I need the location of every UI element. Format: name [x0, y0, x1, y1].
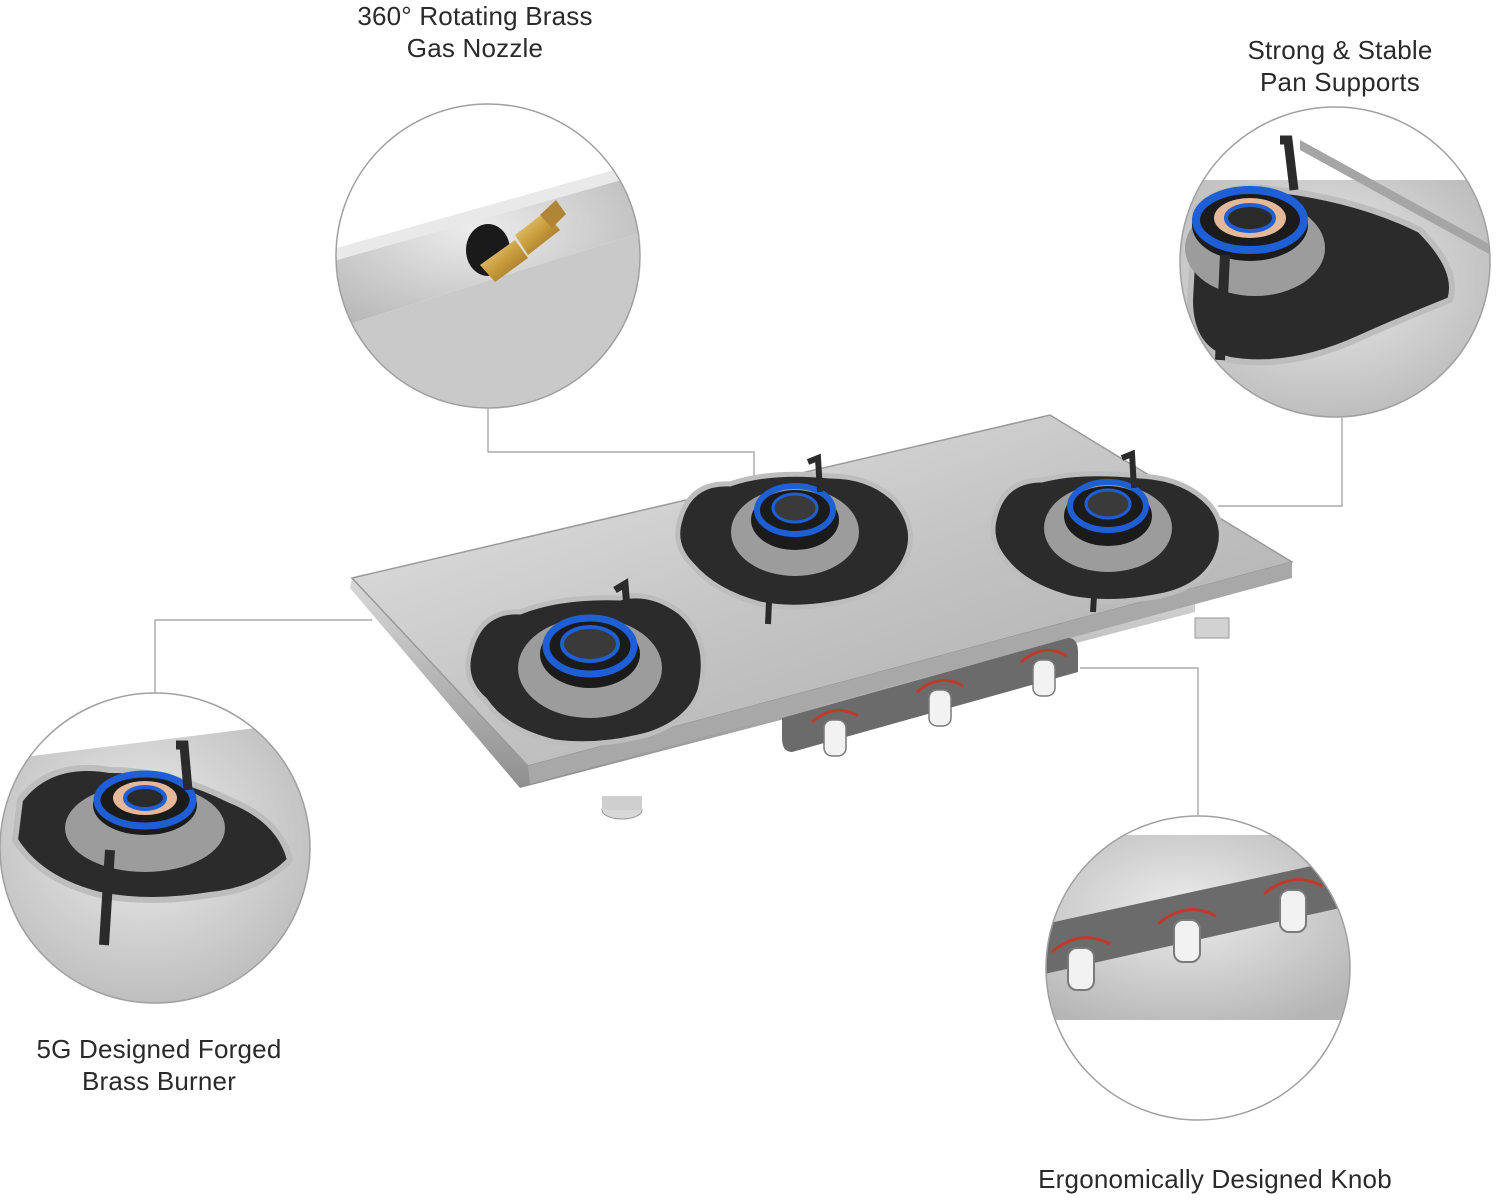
feature-label-nozzle-line2: Gas Nozzle: [406, 33, 544, 63]
leader-lines: [154, 408, 1343, 815]
zoom-burner: [0, 692, 311, 1004]
feature-label-nozzle-line1: 360° Rotating Brass: [357, 1, 593, 31]
burner-front-left: [465, 578, 706, 747]
feature-label-knob-line1: Ergonomically Designed Knob: [1038, 1164, 1392, 1194]
zoom-knobs: [1045, 815, 1351, 1121]
gas-stove: [350, 414, 1294, 820]
burner-back-middle: [675, 453, 914, 625]
feature-label-burner: 5G Designed Forged Brass Burner: [0, 1033, 318, 1097]
burner-back-right: [990, 449, 1224, 613]
feature-label-burner-line1: 5G Designed Forged: [36, 1034, 282, 1064]
feature-label-supports-line2: Pan Supports: [1260, 67, 1420, 97]
feature-label-knob: Ergonomically Designed Knob: [990, 1163, 1440, 1195]
feature-label-nozzle: 360° Rotating Brass Gas Nozzle: [325, 0, 625, 64]
feature-label-supports-line1: Strong & Stable: [1247, 35, 1433, 65]
zoom-nozzle: [335, 103, 641, 409]
feature-label-supports: Strong & Stable Pan Supports: [1195, 34, 1485, 98]
zoom-supports: [1179, 106, 1491, 418]
feature-label-burner-line2: Brass Burner: [81, 1066, 237, 1096]
